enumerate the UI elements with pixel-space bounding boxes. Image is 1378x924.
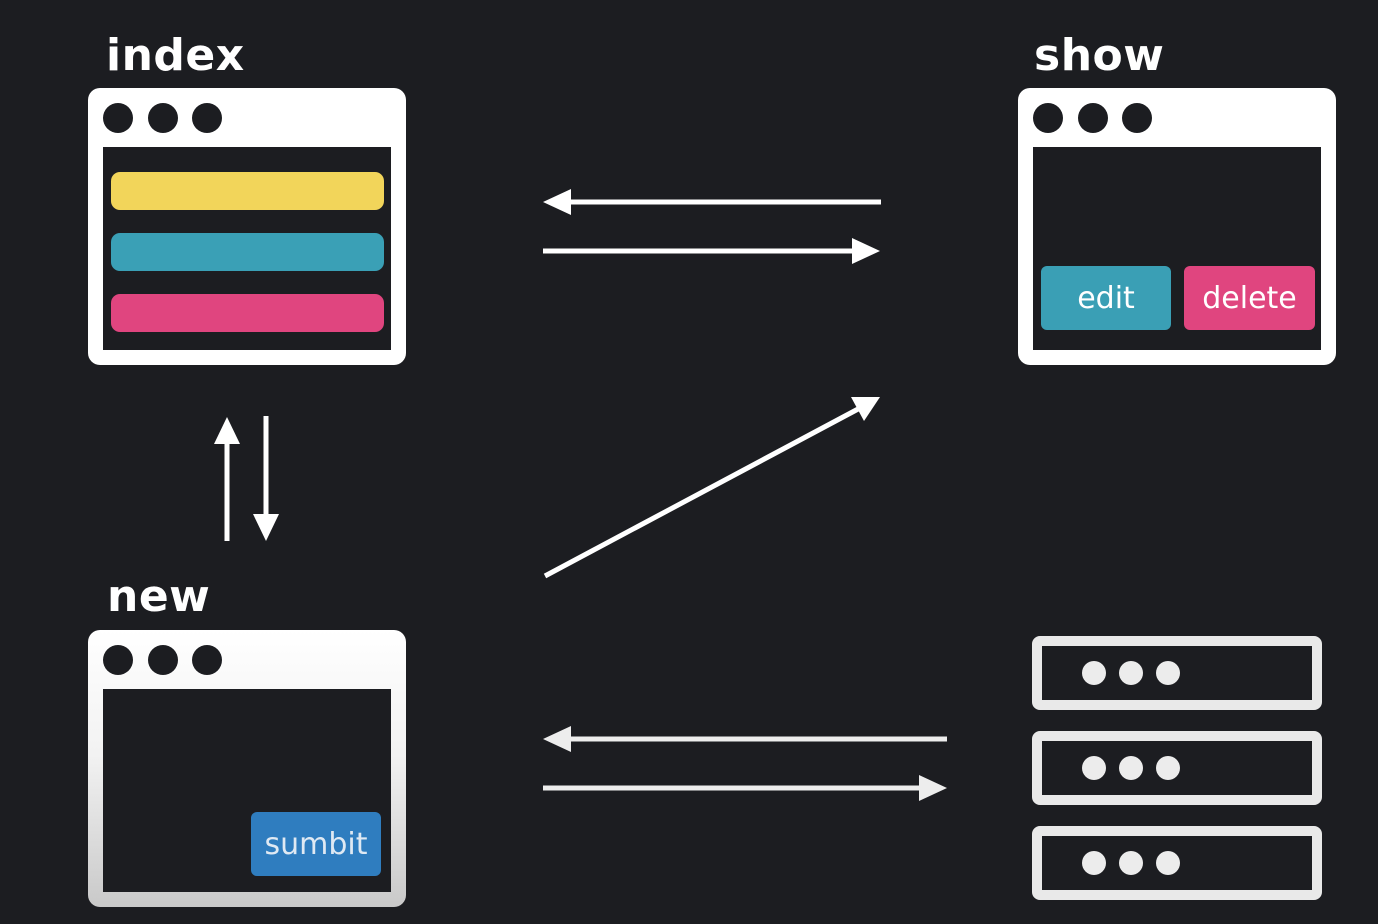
- arrowhead-left-icon: [543, 189, 571, 215]
- server-dot: [1156, 661, 1180, 685]
- edit-button[interactable]: edit: [1041, 266, 1171, 330]
- server-dot: [1119, 851, 1143, 875]
- server-dot: [1082, 851, 1106, 875]
- new-window: sumbit: [88, 630, 406, 907]
- server-dot: [1082, 661, 1106, 685]
- list-item-teal[interactable]: [111, 233, 384, 271]
- server-dot: [1156, 851, 1180, 875]
- server-rack-1: [1032, 636, 1322, 710]
- window-dot: [148, 645, 178, 675]
- index-screen: [103, 147, 391, 350]
- server-dot: [1082, 756, 1106, 780]
- show-window: edit delete: [1018, 88, 1336, 365]
- server-dot: [1119, 756, 1143, 780]
- delete-button[interactable]: delete: [1184, 266, 1315, 330]
- arrowhead-down-icon: [253, 514, 279, 541]
- arrowhead-right-icon: [852, 238, 880, 264]
- new-screen: sumbit: [103, 689, 391, 892]
- server-dot: [1156, 756, 1180, 780]
- window-dot: [192, 103, 222, 133]
- arrow-new-to-show: [543, 405, 862, 579]
- window-dot: [192, 645, 222, 675]
- index-label: index: [106, 30, 245, 81]
- window-dot: [1033, 103, 1063, 133]
- show-label: show: [1034, 30, 1165, 81]
- show-screen: edit delete: [1033, 147, 1321, 350]
- window-dot: [103, 645, 133, 675]
- arrowhead-left-icon: [543, 726, 571, 752]
- submit-button[interactable]: sumbit: [251, 812, 381, 876]
- window-dot: [1122, 103, 1152, 133]
- server-rack-3: [1032, 826, 1322, 900]
- window-dot: [103, 103, 133, 133]
- new-label: new: [107, 571, 211, 622]
- arrowhead-diagonal-icon: [851, 397, 880, 421]
- list-item-yellow[interactable]: [111, 172, 384, 210]
- list-item-pink[interactable]: [111, 294, 384, 332]
- window-dot: [148, 103, 178, 133]
- server-rack-2: [1032, 731, 1322, 805]
- arrowhead-right-icon: [919, 775, 947, 801]
- index-window: [88, 88, 406, 365]
- window-dot: [1078, 103, 1108, 133]
- server-dot: [1119, 661, 1143, 685]
- arrowhead-up-icon: [214, 417, 240, 444]
